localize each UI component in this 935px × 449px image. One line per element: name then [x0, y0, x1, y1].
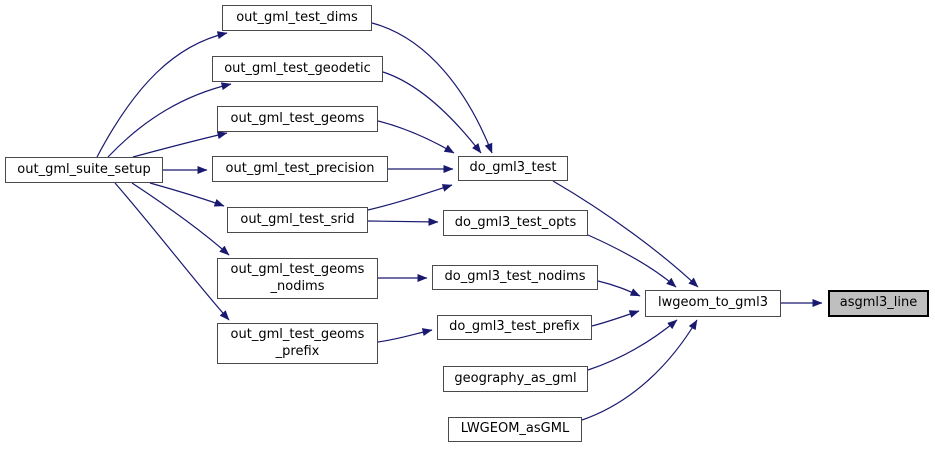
node-do_gml3_test_opts[interactable]: do_gml3_test_opts	[443, 210, 588, 236]
node-label: out_gml_test_geodetic	[224, 60, 371, 76]
edge-out_gml_suite_setup-to-out_gml_test_geoms	[132, 131, 228, 158]
node-out_gml_test_geodetic[interactable]: out_gml_test_geodetic	[212, 56, 383, 82]
node-label: LWGEOM_asGML	[460, 421, 570, 437]
edge-out_gml_suite_setup-to-out_gml_test_geoms_prefix	[114, 182, 230, 321]
node-out_gml_test_geoms_prefix[interactable]: out_gml_test_geoms _prefix	[217, 323, 378, 364]
edge-out_gml_suite_setup-to-out_gml_test_srid	[149, 182, 225, 207]
node-label: do_gml3_test_nodims	[444, 269, 586, 285]
node-label: out_gml_test_precision	[225, 160, 375, 176]
edge-out_gml_test_srid-to-do_gml3_test	[367, 184, 453, 211]
node-label: out_gml_test_geoms	[230, 110, 365, 126]
node-out_gml_test_geoms[interactable]: out_gml_test_geoms	[217, 106, 378, 132]
node-label: do_gml3_test_prefix	[449, 319, 580, 335]
node-label: out_gml_test_geoms _prefix	[230, 326, 365, 359]
node-label: out_gml_test_srid	[240, 211, 355, 227]
node-lwgeom_to_gml3[interactable]: lwgeom_to_gml3	[645, 290, 781, 317]
edge-do_gml3_test_opts-to-lwgeom_to_gml3	[587, 234, 677, 288]
node-label: out_gml_test_geoms _nodims	[230, 261, 365, 294]
node-out_gml_test_precision[interactable]: out_gml_test_precision	[212, 156, 388, 182]
edge-do_gml3_test_nodims-to-lwgeom_to_gml3	[597, 280, 641, 297]
edge-out_gml_test_geoms-to-do_gml3_test	[377, 120, 455, 154]
node-label: out_gml_suite_setup	[17, 161, 151, 177]
node-do_gml3_test_prefix[interactable]: do_gml3_test_prefix	[437, 315, 592, 340]
node-LWGEOM_asGML[interactable]: LWGEOM_asGML	[448, 417, 582, 442]
node-do_gml3_test_nodims[interactable]: do_gml3_test_nodims	[432, 265, 598, 290]
edge-out_gml_test_geodetic-to-do_gml3_test	[382, 71, 482, 154]
node-label: out_gml_test_dims	[236, 9, 358, 25]
node-do_gml3_test[interactable]: do_gml3_test	[458, 156, 568, 181]
node-asgml3_line[interactable]: asgml3_line	[828, 290, 929, 317]
node-label: geography_as_gml	[454, 370, 577, 386]
edge-out_gml_test_srid-to-do_gml3_test_opts	[367, 217, 439, 226]
edge-out_gml_suite_setup-to-out_gml_test_dims	[96, 31, 228, 158]
edge-LWGEOM_asGML-to-lwgeom_to_gml3	[581, 319, 698, 421]
node-out_gml_test_geoms_nodims[interactable]: out_gml_test_geoms _nodims	[217, 258, 378, 299]
edge-do_gml3_test-to-lwgeom_to_gml3	[552, 180, 699, 288]
node-out_gml_suite_setup[interactable]: out_gml_suite_setup	[5, 157, 163, 183]
edge-geography_as_gml-to-lwgeom_to_gml3	[587, 319, 678, 371]
node-label: lwgeom_to_gml3	[658, 295, 768, 311]
node-label: do_gml3_test_opts	[454, 214, 577, 230]
edge-out_gml_test_geoms_prefix-to-do_gml3_test_prefix	[377, 328, 433, 343]
edge-out_gml_suite_setup-to-out_gml_test_geodetic	[107, 82, 232, 158]
edge-out_gml_test_dims-to-do_gml3_test	[371, 22, 493, 154]
node-label: asgml3_line	[839, 295, 918, 311]
edge-out_gml_suite_setup-to-out_gml_test_geoms_nodims	[131, 182, 230, 256]
node-label: do_gml3_test	[469, 160, 557, 176]
node-geography_as_gml[interactable]: geography_as_gml	[443, 366, 588, 392]
node-out_gml_test_dims[interactable]: out_gml_test_dims	[222, 5, 372, 31]
node-out_gml_test_srid[interactable]: out_gml_test_srid	[227, 207, 368, 233]
edge-do_gml3_test_prefix-to-lwgeom_to_gml3	[591, 310, 640, 327]
